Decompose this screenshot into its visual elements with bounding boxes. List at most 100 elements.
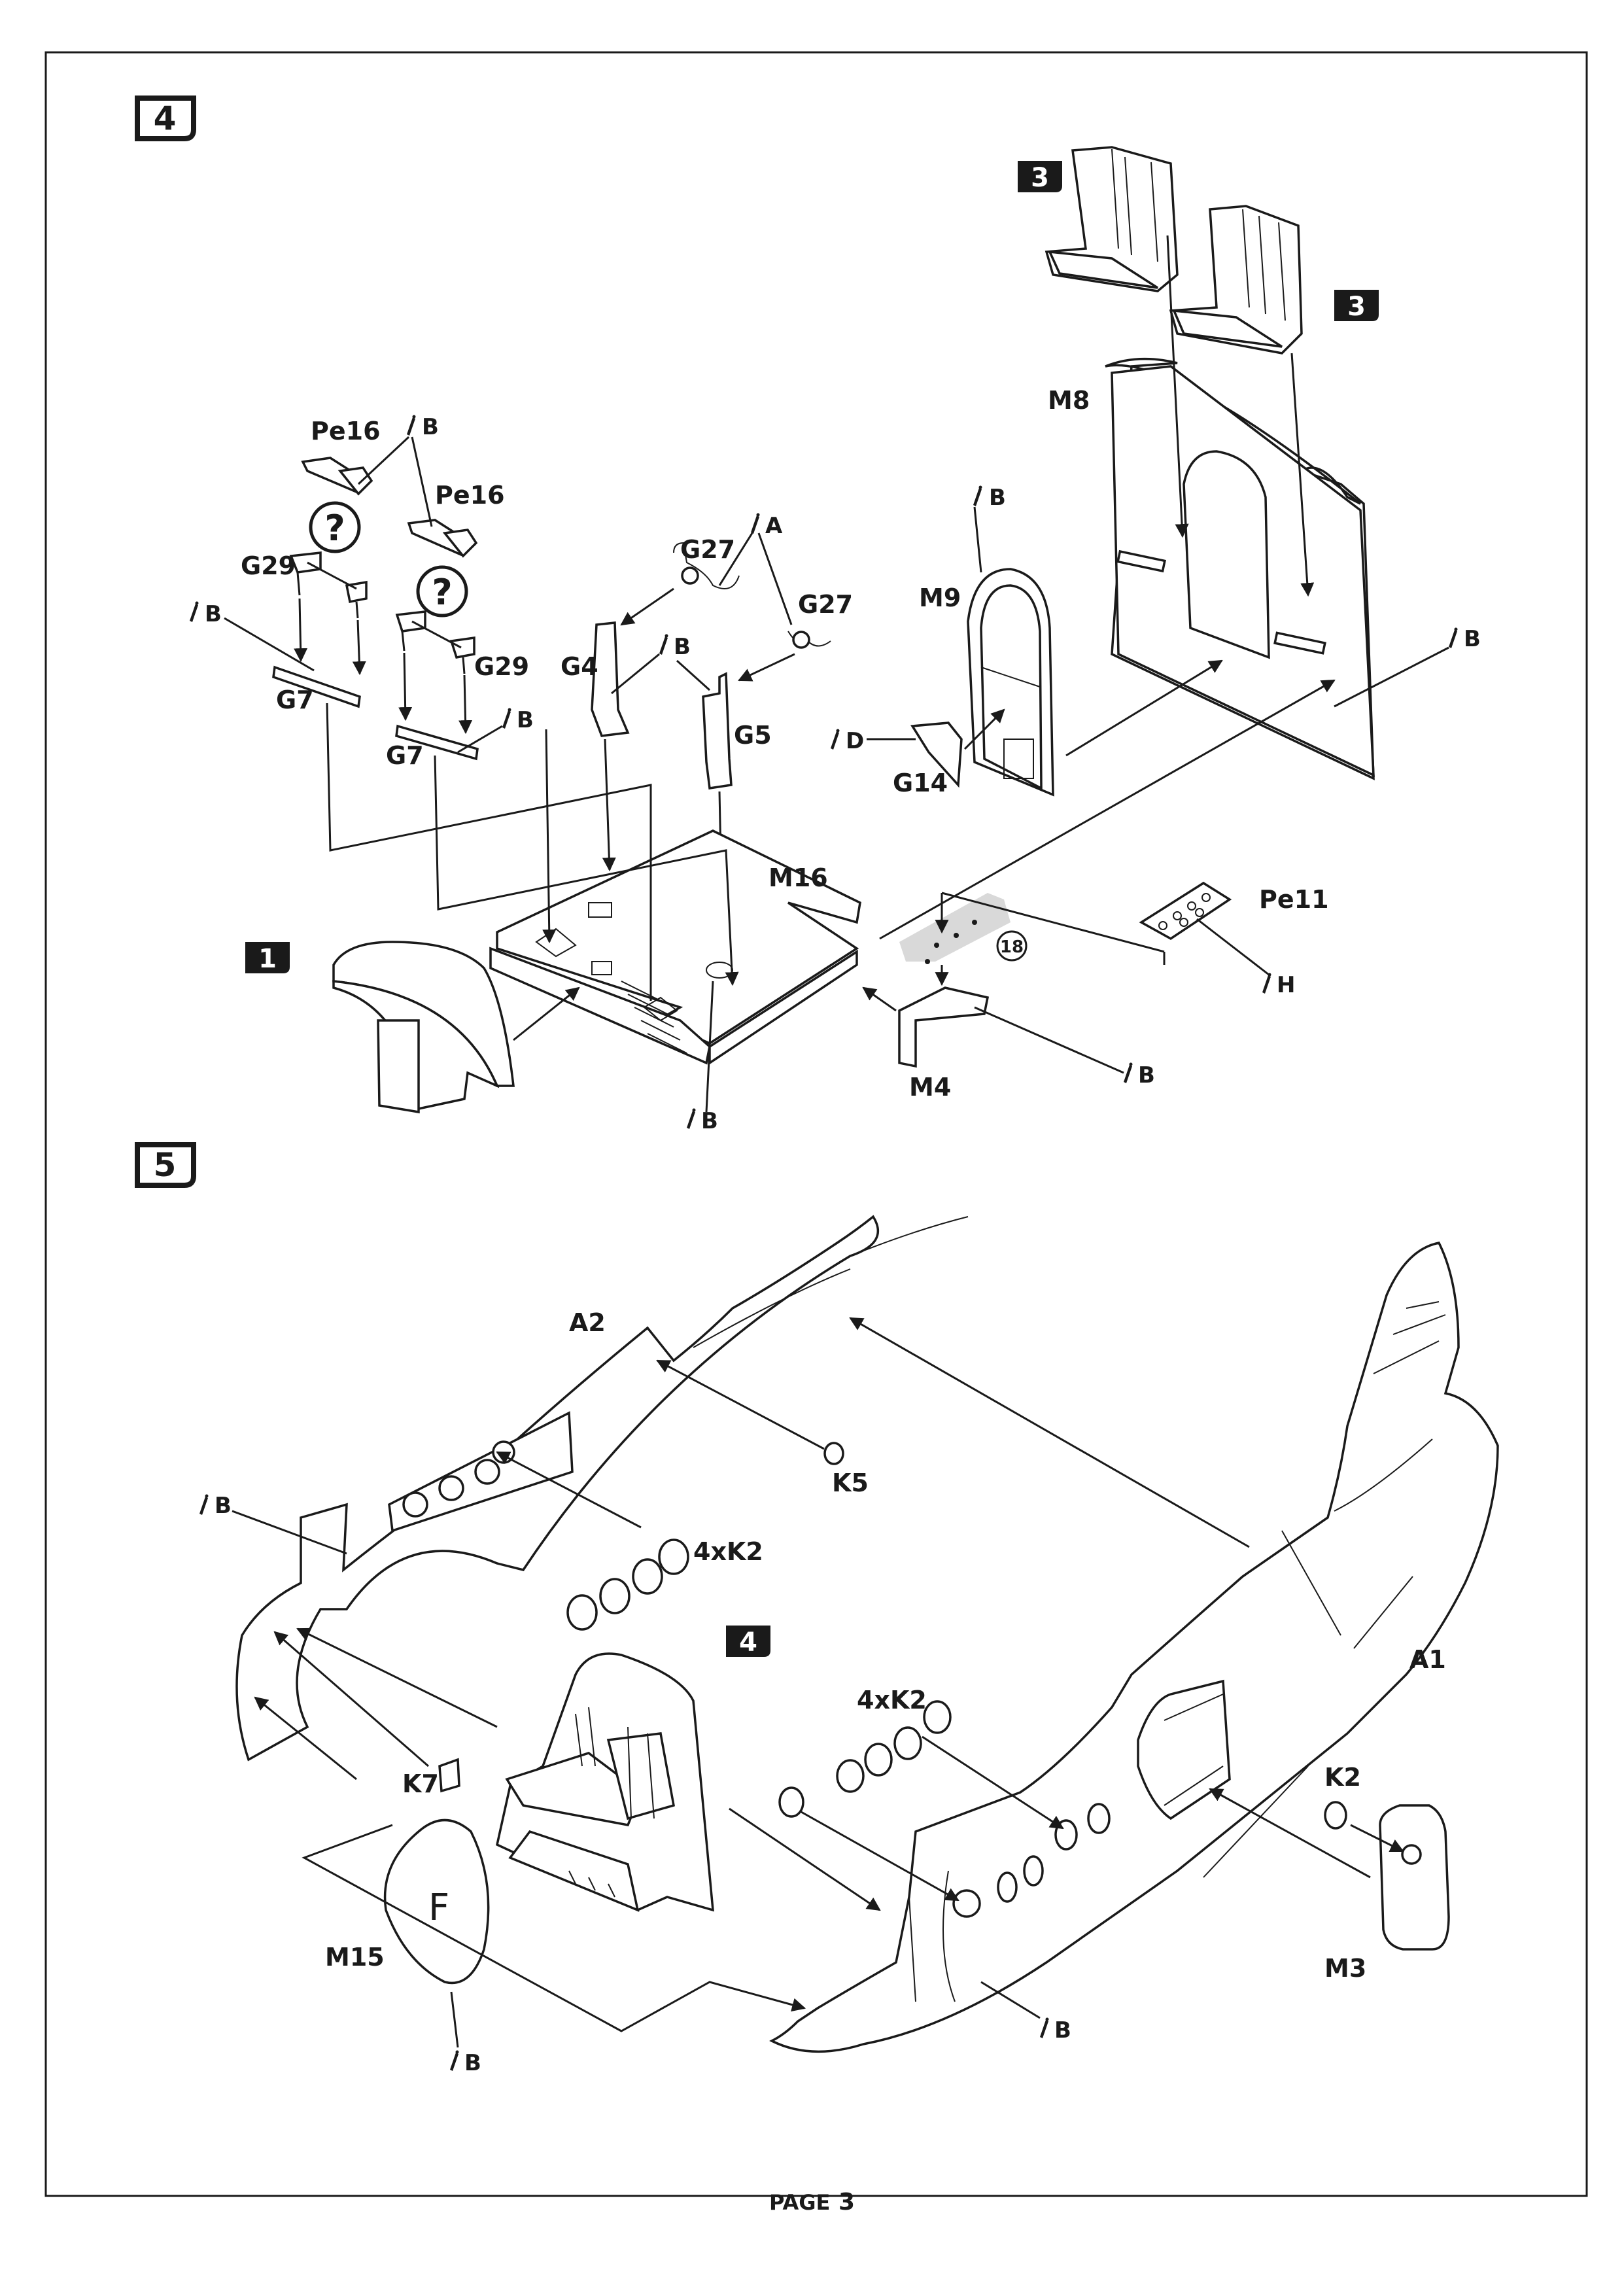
part-pe16-right <box>407 519 478 558</box>
label-pe16-left: Pe16 <box>311 417 381 445</box>
ref-badge-1-number: 1 <box>258 944 277 974</box>
part-k5 <box>823 1442 844 1465</box>
label-g7-left: G7 <box>276 686 314 714</box>
part-g4 <box>591 621 630 737</box>
part-g14 <box>910 722 963 788</box>
photo-etch-strip <box>899 892 1166 965</box>
part-m16 <box>489 829 861 1066</box>
m15-marking: F <box>428 1887 449 1929</box>
part-g27-right <box>787 631 831 649</box>
label-m3: M3 <box>1324 1954 1366 1983</box>
paint-m16: B <box>687 981 718 1134</box>
label-k7: K7 <box>402 1769 439 1798</box>
paint-g7: B <box>457 707 534 754</box>
page-frame <box>44 51 1588 2197</box>
panel-assembly <box>332 941 515 1114</box>
label-g27-right: G27 <box>798 590 853 619</box>
step-4-badge: 4 <box>135 96 196 141</box>
label-g29-right: G29 <box>474 652 529 681</box>
page-footer: PAGE 3 <box>0 2189 1624 2216</box>
label-pe11: Pe11 <box>1259 885 1329 914</box>
label-g14: G14 <box>893 769 948 797</box>
paint-pe16: B <box>357 414 439 527</box>
paint-m4: B <box>974 1006 1155 1088</box>
label-g27-left: G27 <box>680 535 735 564</box>
paint-m8-code: B <box>1464 626 1481 652</box>
page-word: PAGE <box>769 2190 831 2215</box>
part-k2-hatch <box>1324 1801 1347 1830</box>
part-g7-right <box>395 724 479 761</box>
paint-g4-g5: B <box>611 634 711 695</box>
ref-badge-1: 1 <box>245 942 290 974</box>
part-g5 <box>702 672 733 790</box>
paint-a1-code: B <box>1054 2017 1071 2044</box>
unknown-mark-left: ? <box>324 508 345 549</box>
paint-m8: B <box>1334 626 1481 708</box>
part-g27-left <box>673 542 740 589</box>
label-m15: M15 <box>325 1943 385 1972</box>
paint-g14-code: D <box>846 728 864 754</box>
parts-k2-top <box>566 1539 689 1631</box>
paint-g29-code: B <box>205 601 222 627</box>
step-5-badge: 5 <box>135 1142 196 1188</box>
paint-a2: B <box>199 1493 347 1555</box>
paint-a2-code: B <box>215 1493 232 1519</box>
part-m4 <box>898 986 990 1068</box>
ref-badge-3-right: 3 <box>1334 290 1379 322</box>
paint-g27: A <box>718 513 793 625</box>
label-k2-mid: 4xK2 <box>857 1686 927 1714</box>
label-m9: M9 <box>919 583 961 612</box>
paint-g27-code: A <box>765 513 783 539</box>
label-m8: M8 <box>1048 386 1090 415</box>
page-number: 3 <box>838 2189 855 2216</box>
paint-m16-code: B <box>701 1108 718 1134</box>
step-5-number: 5 <box>154 1146 177 1184</box>
paint-m4-code: B <box>1138 1062 1155 1088</box>
label-g29-left: G29 <box>241 551 296 580</box>
callout-18-number: 18 <box>1000 937 1024 957</box>
paint-m9: B <box>973 485 1006 573</box>
paint-g7-code: B <box>517 707 534 733</box>
paint-m15-code: B <box>464 2050 481 2076</box>
unknown-circle-right: ? <box>416 565 468 617</box>
part-a1 <box>769 1242 1499 2053</box>
label-pe16-right: Pe16 <box>435 481 505 510</box>
cockpit-assembly <box>495 1652 714 1912</box>
callout-18: 18 <box>996 930 1028 962</box>
seat-left <box>1045 146 1179 292</box>
unknown-circle-left: ? <box>309 501 361 553</box>
label-g4: G4 <box>561 652 598 681</box>
step-4-number: 4 <box>154 99 177 137</box>
paint-a1: B <box>980 1981 1071 2044</box>
part-m15: F <box>383 1818 490 1985</box>
part-a2 <box>235 1215 969 1762</box>
part-g29-right <box>395 610 475 674</box>
label-a1: A1 <box>1409 1645 1446 1674</box>
label-g5: G5 <box>734 721 772 750</box>
ref-badge-4: 4 <box>726 1626 770 1658</box>
part-m8 <box>1105 357 1375 780</box>
label-m16: M16 <box>769 863 828 892</box>
paint-g14: D <box>831 728 916 754</box>
label-m4: M4 <box>909 1073 951 1102</box>
ref-badge-3-right-number: 3 <box>1347 292 1366 322</box>
part-g29-left <box>289 551 368 619</box>
paint-pe16-code: B <box>422 414 439 440</box>
label-k5: K5 <box>832 1469 869 1497</box>
seat-right <box>1169 205 1303 355</box>
label-g7-right: G7 <box>386 741 424 770</box>
paint-m15: B <box>450 1991 481 2076</box>
unknown-mark-right: ? <box>432 572 452 613</box>
paint-pe11: H <box>1196 918 1295 998</box>
paint-m9-code: B <box>989 485 1006 511</box>
paint-g4-code: B <box>674 634 691 660</box>
part-pe16-left <box>301 457 373 496</box>
label-k2: K2 <box>1324 1763 1361 1792</box>
part-pe11 <box>1139 881 1232 941</box>
ref-badge-4-number: 4 <box>739 1627 757 1658</box>
paint-g29-left: B <box>190 601 315 672</box>
parts-k2-mid <box>836 1700 952 1793</box>
part-k7 <box>438 1758 460 1793</box>
part-k2-single <box>778 1786 804 1818</box>
part-g7-left <box>272 665 361 708</box>
